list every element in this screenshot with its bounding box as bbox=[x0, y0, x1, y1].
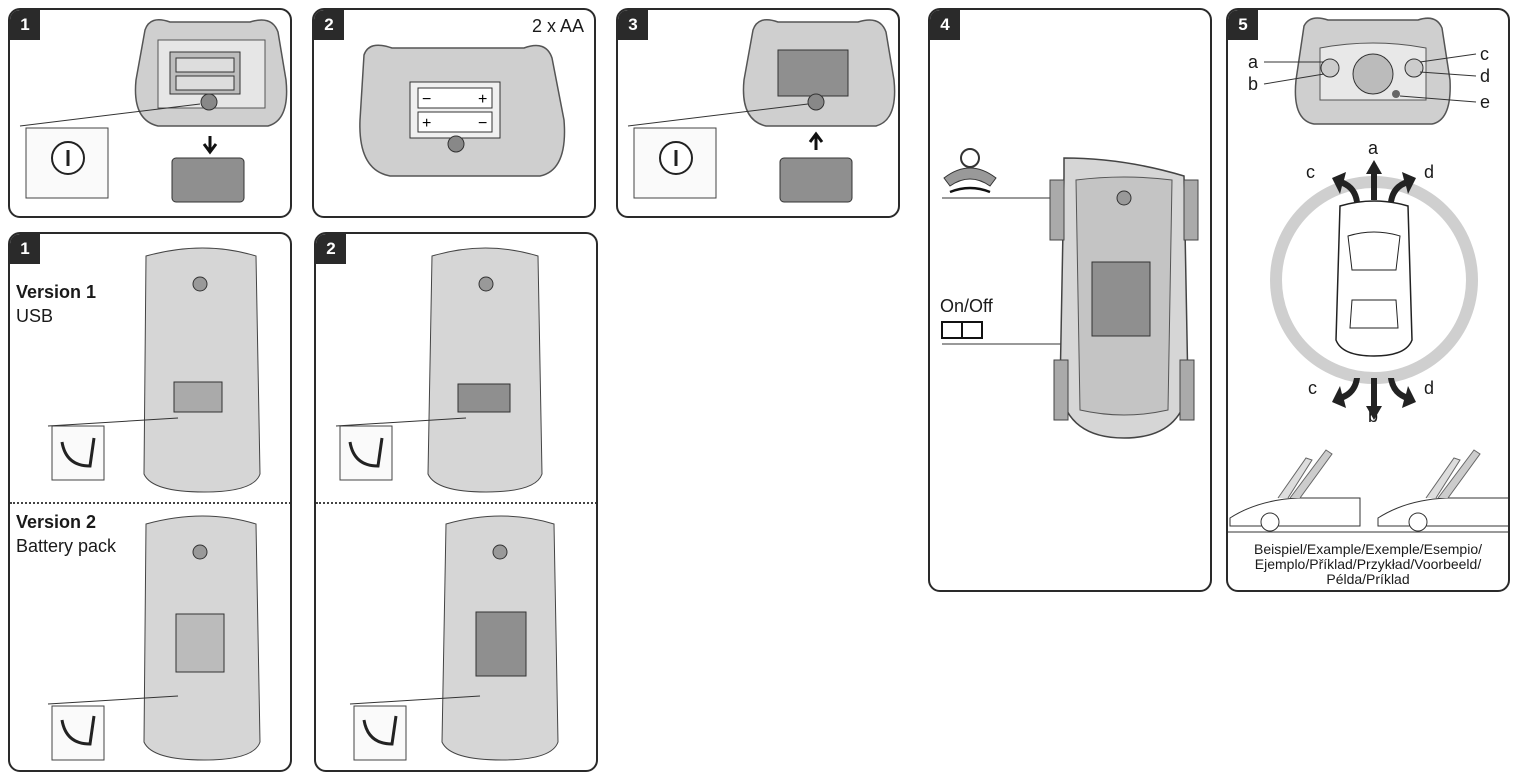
direction-label-c-bottom: c bbox=[1308, 378, 1317, 398]
step-number: 1 bbox=[10, 10, 40, 40]
battery-requirement: 2 x AA bbox=[531, 16, 584, 36]
svg-text:−: − bbox=[478, 115, 487, 132]
panel-step-3-close-cover: 3 bbox=[616, 8, 900, 218]
car-top-view-icon bbox=[1049, 157, 1199, 439]
controls-illustration bbox=[1228, 17, 1508, 533]
svg-text:+: + bbox=[478, 91, 487, 108]
direction-label-d-bottom: d bbox=[1424, 378, 1435, 398]
svg-text:+: + bbox=[422, 115, 431, 132]
control-label-d: d bbox=[1480, 66, 1491, 86]
remote-open-illustration bbox=[19, 19, 288, 203]
step-number: 4 bbox=[930, 10, 960, 40]
convertible-roof-icon bbox=[1228, 440, 1508, 533]
car-open-illustration bbox=[47, 247, 261, 761]
control-label-c: c bbox=[1480, 44, 1489, 64]
car-closed-illustration bbox=[335, 247, 559, 761]
panel-step-1-remote-open: 1 bbox=[8, 8, 292, 218]
direction-label-d-top: d bbox=[1424, 162, 1435, 182]
car-top-view-icon bbox=[1335, 200, 1413, 357]
panel-step-5-controls: 5 a b c d e a c d c d b e Beispiel/Examp… bbox=[1226, 8, 1510, 592]
car-top-view-icon bbox=[143, 515, 261, 761]
step-number: 5 bbox=[1228, 10, 1258, 40]
svg-text:−: − bbox=[422, 91, 431, 108]
remote-close-illustration bbox=[627, 19, 896, 203]
panel-step-2-insert-batteries: 2 2 x AA − + + − bbox=[312, 8, 596, 218]
section-divider bbox=[10, 502, 290, 504]
example-caption: Beispiel/Example/Exemple/Esempio/ Ejempl… bbox=[1254, 541, 1482, 587]
version-1-title: Version 1 bbox=[16, 282, 97, 302]
section-divider bbox=[316, 502, 596, 504]
trim-dial-icon bbox=[943, 148, 997, 194]
direction-arrow-icon bbox=[1332, 160, 1416, 420]
control-label-e: e bbox=[1480, 92, 1491, 112]
panel-step-4-switch-on: 4 On/Off bbox=[928, 8, 1212, 592]
control-label-b: b bbox=[1248, 74, 1259, 94]
control-label-a: a bbox=[1248, 52, 1259, 72]
car-switch-illustration bbox=[941, 148, 1199, 439]
on-off-label: On/Off bbox=[940, 296, 993, 316]
step-number: 2 bbox=[314, 10, 344, 40]
step-number: 2 bbox=[316, 234, 346, 264]
steering-remote-icon bbox=[134, 19, 288, 127]
panel-bottom-step-1-open-car: 1 Version 1 USB Version 2 Battery pack bbox=[8, 232, 292, 772]
step-number: 1 bbox=[10, 234, 40, 264]
screw-icon bbox=[51, 425, 105, 481]
version-1-subtitle: USB bbox=[16, 306, 54, 326]
version-2-title: Version 2 bbox=[16, 512, 97, 532]
direction-label-c-top: c bbox=[1306, 162, 1315, 182]
car-top-view-icon bbox=[143, 247, 261, 493]
battery-insert-illustration: − + + − bbox=[359, 44, 566, 177]
direction-label-a: a bbox=[1368, 138, 1379, 158]
step-number: 3 bbox=[618, 10, 648, 40]
battery-cover-icon bbox=[171, 157, 245, 203]
version-2-subtitle: Battery pack bbox=[16, 536, 117, 556]
panel-bottom-step-2-close-car: 2 bbox=[314, 232, 598, 772]
steering-remote-icon bbox=[1294, 17, 1451, 125]
